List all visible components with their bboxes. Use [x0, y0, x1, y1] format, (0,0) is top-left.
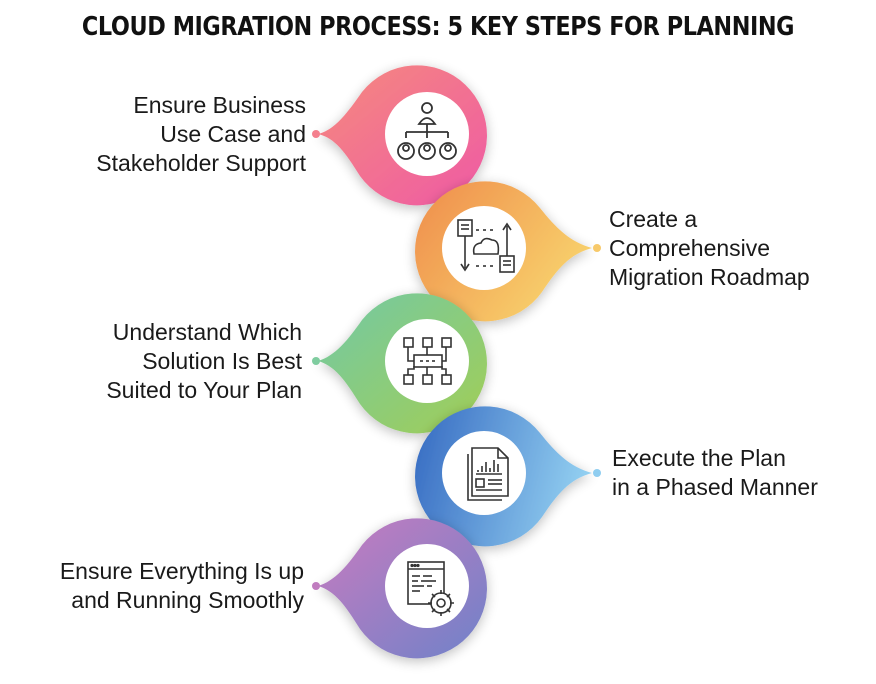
cloud-roadmap-icon	[457, 219, 515, 273]
step-3-line-1: Understand Which	[112, 319, 302, 345]
step-2-line-1: Create a	[609, 206, 698, 232]
step-3-text: Understand Which Solution Is Best Suited…	[0, 318, 302, 405]
step-1-text: Ensure Business Use Case and Stakeholder…	[0, 91, 306, 178]
page-title: CLOUD MIGRATION PROCESS: 5 KEY STEPS FOR…	[81, 12, 795, 42]
step-4-icon-bg	[442, 431, 526, 515]
step-2-line-3: Migration Roadmap	[609, 264, 810, 290]
step-1-line-3: Stakeholder Support	[96, 150, 306, 176]
step-4-line-1: Execute the Plan	[612, 445, 786, 471]
stakeholder-hierarchy-icon	[397, 102, 457, 160]
step-2-text: Create a Comprehensive Migration Roadmap	[609, 205, 869, 292]
step-4-dot	[593, 469, 601, 477]
step-5-text: Ensure Everything Is up and Running Smoo…	[0, 557, 304, 615]
solution-flowchart-icon	[403, 337, 452, 385]
step-1-line-1: Ensure Business	[133, 92, 306, 118]
report-document-icon	[467, 447, 509, 501]
step-1-dot	[312, 130, 320, 138]
step-5-line-2: and Running Smoothly	[71, 587, 304, 613]
step-2-icon-bg	[442, 206, 526, 290]
step-2-line-2: Comprehensive	[609, 235, 771, 261]
step-4-text: Execute the Plan in a Phased Manner	[612, 444, 872, 502]
step-1-line-2: Use Case and	[160, 121, 306, 147]
step-3-line-3: Suited to Your Plan	[106, 377, 302, 403]
settings-window-icon	[407, 561, 454, 616]
step-5-dot	[312, 582, 320, 590]
step-3-line-2: Solution Is Best	[142, 348, 302, 374]
step-2-dot	[593, 244, 601, 252]
step-5-line-1: Ensure Everything Is up	[59, 558, 304, 584]
step-3-dot	[312, 357, 320, 365]
step-4-line-2: in a Phased Manner	[612, 474, 818, 500]
